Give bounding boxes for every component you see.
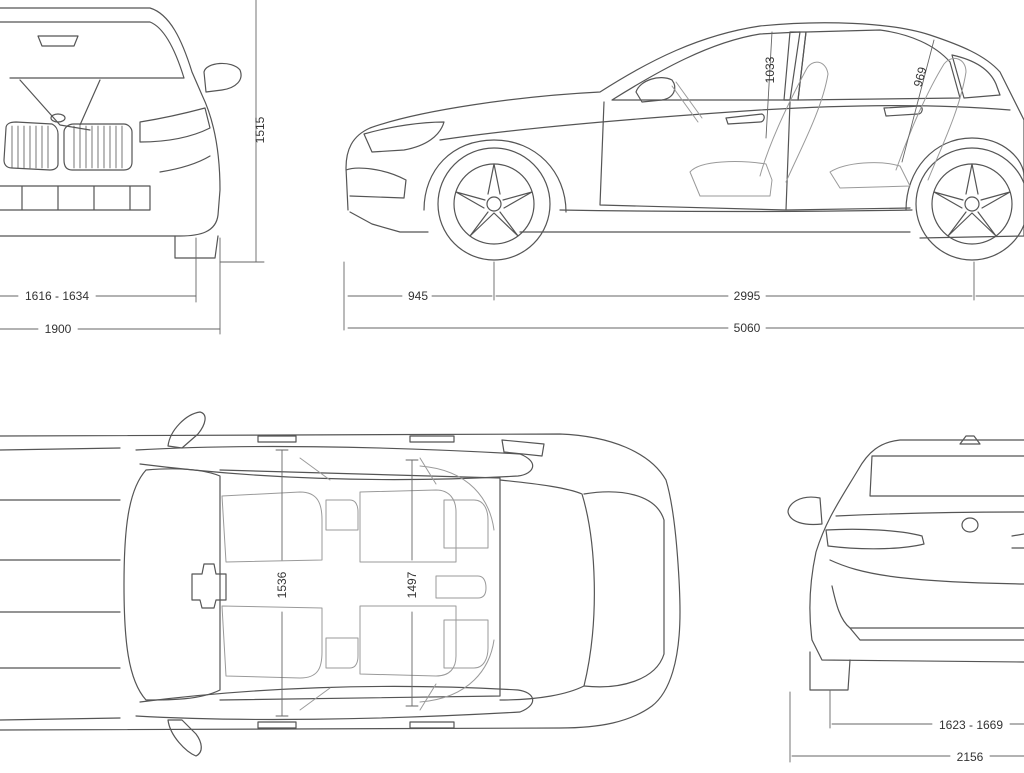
side-headlight: [363, 121, 445, 153]
front-hood-lines: [19, 79, 101, 131]
side-dimensions: [343, 31, 1024, 331]
rear-track-width-label: 1623 - 1669: [939, 718, 1003, 732]
top-front-shoulder-width-label: 1536: [275, 571, 289, 598]
side-front-wheel: [437, 147, 551, 261]
top-rear-spoiler-notch: [191, 563, 227, 609]
side-rear-rim: [931, 163, 1013, 245]
top-front-seat-left: [359, 489, 489, 563]
top-view: [0, 411, 681, 757]
side-front-headroom-label: 1033: [763, 56, 777, 83]
top-rear-shoulder-width-label: 1497: [405, 571, 419, 598]
rear-bmw-logo: [961, 517, 979, 533]
side-front-spokes: [455, 163, 533, 237]
front-dimensions: [0, 0, 265, 335]
top-right-mirror: [167, 719, 202, 757]
side-front-rim: [453, 163, 535, 245]
top-fuel-cap-and-handles: [257, 435, 545, 729]
front-track-width-label: 1616 - 1634: [25, 289, 89, 303]
side-steering-wheel: [671, 81, 703, 123]
side-mirror: [635, 77, 676, 103]
front-height-label: 1515: [253, 116, 267, 143]
front-overall-width-label: 1900: [45, 322, 72, 336]
side-b-pillar: [783, 31, 807, 101]
front-side-mirror: [203, 62, 242, 93]
top-rear-headrests: [325, 499, 359, 669]
top-body-outline: [0, 433, 681, 731]
rear-wheel-left: [809, 651, 851, 691]
side-front-bumper: [345, 167, 407, 199]
top-roof: [219, 469, 501, 701]
rear-dimensions: [789, 689, 1024, 763]
top-rear-deck-lines: [0, 447, 121, 721]
side-front-hub: [486, 196, 502, 212]
top-center-console: [435, 575, 487, 599]
front-kidney-grille-left: [3, 121, 59, 171]
side-wheelbase-label: 2995: [734, 289, 761, 303]
side-door-lines: [599, 101, 911, 211]
rear-mirror: [787, 496, 823, 526]
rear-width-with-mirrors-label: 2156: [957, 750, 984, 764]
side-rear-seat: [829, 57, 967, 189]
top-door-panels: [299, 457, 437, 711]
side-length-label: 5060: [734, 321, 761, 335]
side-sill-line: [559, 209, 913, 213]
rear-body-outline: [809, 439, 1024, 663]
side-front-overhang-label: 945: [408, 289, 428, 303]
top-rear-bench-left: [221, 491, 323, 563]
side-rear-wheel-arch: [905, 137, 1024, 211]
rear-view: [787, 435, 1024, 691]
top-side-sill-lower: [135, 685, 534, 721]
top-rear-window: [123, 468, 221, 701]
top-rear-bench-right: [221, 605, 323, 679]
top-dashboard-curve: [419, 465, 495, 703]
front-kidney-grille-right: [63, 123, 133, 171]
front-body-outline: [0, 7, 221, 237]
side-front-seat: [689, 61, 829, 197]
front-rear-view-mirror: [37, 35, 79, 47]
side-rear-hub: [964, 196, 980, 212]
side-rear-wheel: [915, 147, 1024, 261]
top-windshield: [499, 479, 595, 701]
side-rear-spokes: [933, 163, 1011, 237]
side-interior: [671, 57, 967, 197]
rear-taillight: [825, 528, 1024, 550]
side-view: [345, 22, 1024, 261]
side-door-handles: [725, 105, 923, 125]
side-rear-headroom-label: 969: [911, 65, 930, 88]
front-windshield: [0, 21, 185, 79]
front-lower-intake: [0, 185, 151, 211]
front-grille-slats: [11, 125, 123, 169]
top-front-seat-right: [359, 605, 489, 677]
rear-bumper: [831, 585, 1024, 641]
front-headlight: [139, 107, 211, 143]
side-body-outline: [345, 22, 1024, 239]
front-bmw-logo: [50, 113, 66, 123]
side-windows: [611, 29, 1001, 101]
rear-shark-fin: [959, 435, 981, 445]
side-front-wheel-arch: [423, 139, 567, 213]
side-shoulder-line: [439, 104, 1011, 141]
rear-window: [869, 455, 1024, 497]
front-bumper-corner: [159, 155, 219, 259]
rear-trunk-line: [829, 511, 1024, 585]
top-side-sill-upper: [135, 445, 534, 481]
top-hood: [583, 491, 665, 688]
front-view: [0, 7, 242, 259]
top-dimensions: [275, 449, 419, 717]
top-left-mirror: [167, 411, 206, 449]
top-interior: [221, 457, 495, 711]
